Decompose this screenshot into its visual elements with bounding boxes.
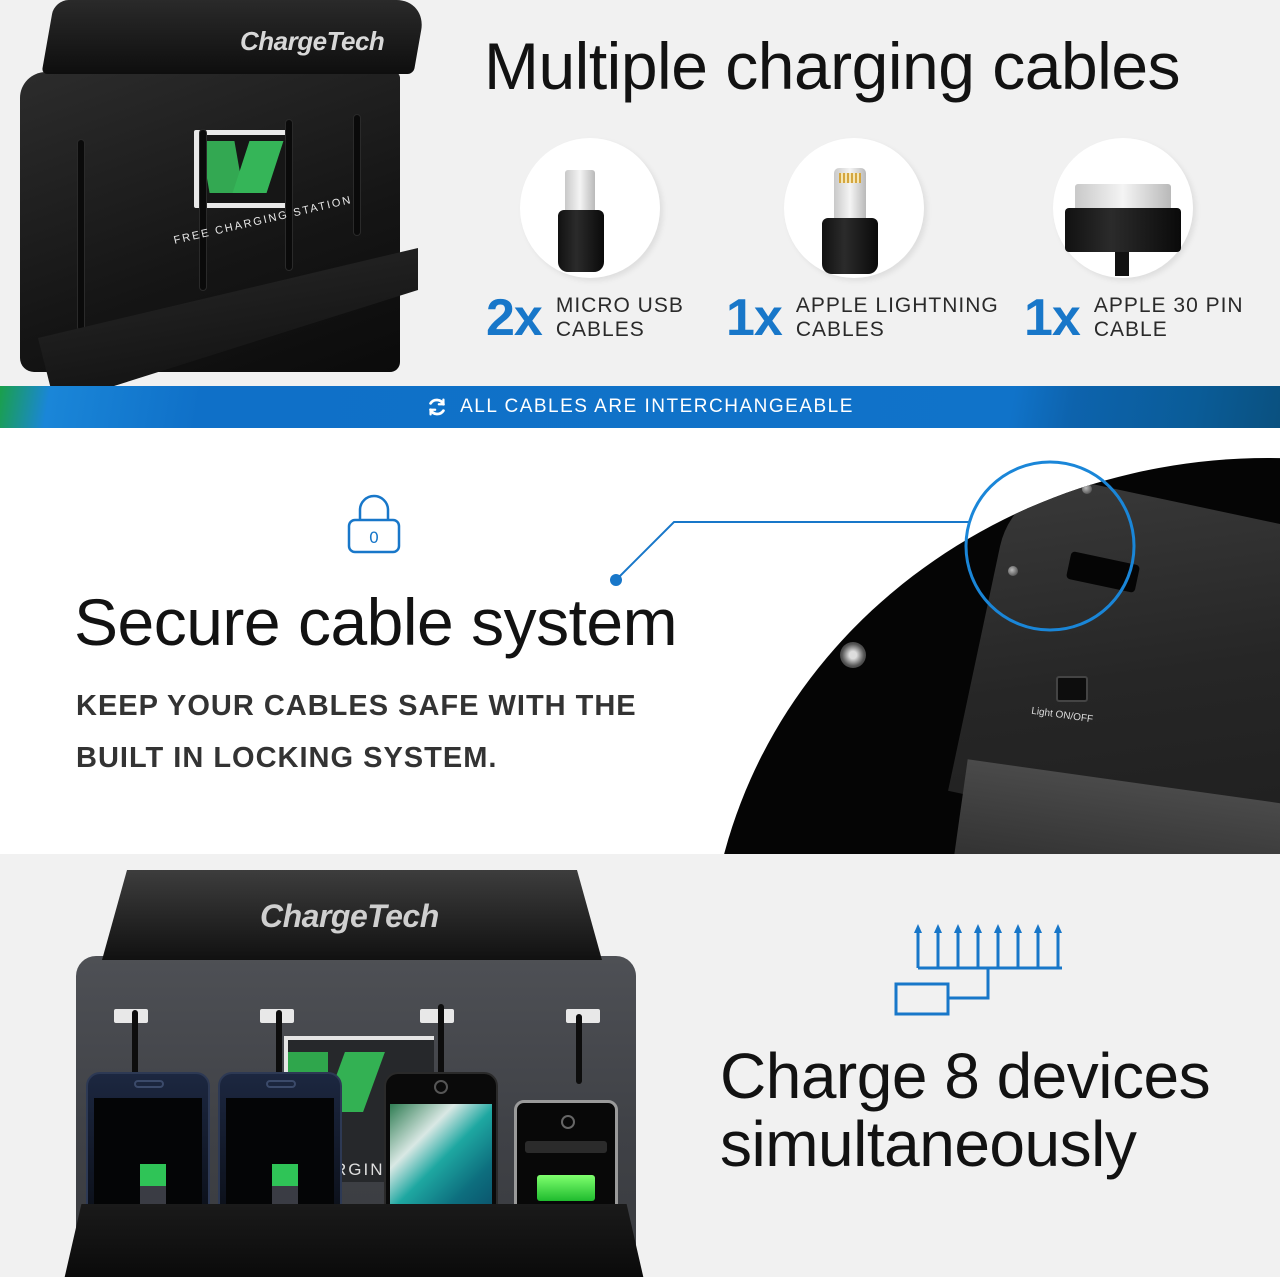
cable-label-line1: APPLE LIGHTNING: [795, 294, 999, 317]
title-line2: simultaneously: [720, 1108, 1137, 1180]
apple-lightning-connector-icon: [784, 138, 924, 278]
cable: [276, 1010, 282, 1076]
nut-icon: [840, 642, 866, 668]
cable-hook: [420, 1009, 454, 1023]
section-charge-devices: ChargeTech RGIN: [0, 854, 1280, 1277]
android-phone: [218, 1072, 342, 1220]
ipod-device: [514, 1100, 618, 1220]
cable: [286, 120, 292, 270]
cable-hook: [566, 1009, 600, 1023]
refresh-icon: [429, 398, 445, 416]
cable: [438, 1004, 444, 1076]
screw-icon: [1082, 484, 1092, 494]
svg-text:0: 0: [369, 528, 379, 547]
cable: [354, 115, 360, 235]
brand-logo: ChargeTech: [240, 26, 385, 56]
subtitle-line1: KEEP YOUR CABLES SAFE WITH THE: [76, 690, 637, 722]
cable-count: 1x: [726, 289, 783, 347]
padlock-icon: 0: [347, 494, 401, 554]
section-title: Charge 8 devices simultaneously: [720, 1040, 1211, 1180]
cable-label-line2: CABLES: [795, 318, 885, 341]
cable-label: APPLE LIGHTNING CABLES: [796, 294, 999, 342]
station-header: [102, 870, 602, 960]
charging-station-with-devices-image: ChargeTech RGIN: [64, 864, 644, 1277]
android-phone: [86, 1072, 210, 1220]
station-panel-text: RGIN: [334, 1160, 385, 1179]
cable: [200, 130, 206, 290]
light-switch: [1056, 676, 1088, 702]
screw-icon: [1008, 566, 1018, 576]
fan-out-charging-icon: [894, 924, 1062, 1016]
cable-spec-micro-usb: 2x MICRO USB CABLES: [486, 292, 684, 344]
iphone: [384, 1072, 498, 1220]
section-multiple-cables: ChargeTech FREE CHARGING STATION Multipl…: [0, 0, 1280, 428]
cable-label: MICRO USB CABLES: [556, 294, 684, 342]
cable-label-line1: MICRO USB: [555, 294, 684, 317]
station-tray: [64, 1204, 644, 1277]
cable: [576, 1014, 582, 1084]
cable-count: 2x: [486, 289, 543, 347]
banner-text: ALL CABLES ARE INTERCHANGEABLE: [460, 396, 854, 417]
section-subtitle: KEEP YOUR CABLES SAFE WITH THE BUILT IN …: [76, 680, 637, 784]
cable-label: APPLE 30 PIN CABLE: [1094, 294, 1244, 342]
subtitle-line2: BUILT IN LOCKING SYSTEM.: [76, 742, 498, 774]
section-secure-cable: 0 Secure cable system KEEP YOUR CABLES S…: [0, 428, 1280, 854]
apple-30-pin-connector-icon: [1053, 138, 1193, 278]
cable-spec-lightning: 1x APPLE LIGHTNING CABLES: [726, 292, 999, 344]
section-title: Multiple charging cables: [484, 29, 1181, 103]
locking-system-photo: Light ON/OFF: [708, 458, 1280, 854]
cable: [78, 140, 84, 330]
cable: [132, 1010, 138, 1076]
battery-graphic-icon: [194, 130, 290, 208]
cable-spec-30-pin: 1x APPLE 30 PIN CABLE: [1024, 292, 1244, 344]
micro-usb-connector-icon: [520, 138, 660, 278]
cable-count: 1x: [1024, 289, 1081, 347]
brand-logo: ChargeTech: [260, 898, 439, 934]
section-title: Secure cable system: [74, 585, 678, 659]
interchangeable-banner: ALL CABLES ARE INTERCHANGEABLE: [0, 386, 1280, 428]
cable-label-line1: APPLE 30 PIN: [1093, 294, 1244, 317]
charging-station-product-image: ChargeTech FREE CHARGING STATION: [18, 0, 427, 410]
cable-hook: [114, 1009, 148, 1023]
title-line1: Charge 8 devices: [720, 1040, 1211, 1112]
cable-label-line2: CABLES: [555, 318, 645, 341]
cable-label-line2: CABLE: [1093, 318, 1168, 341]
